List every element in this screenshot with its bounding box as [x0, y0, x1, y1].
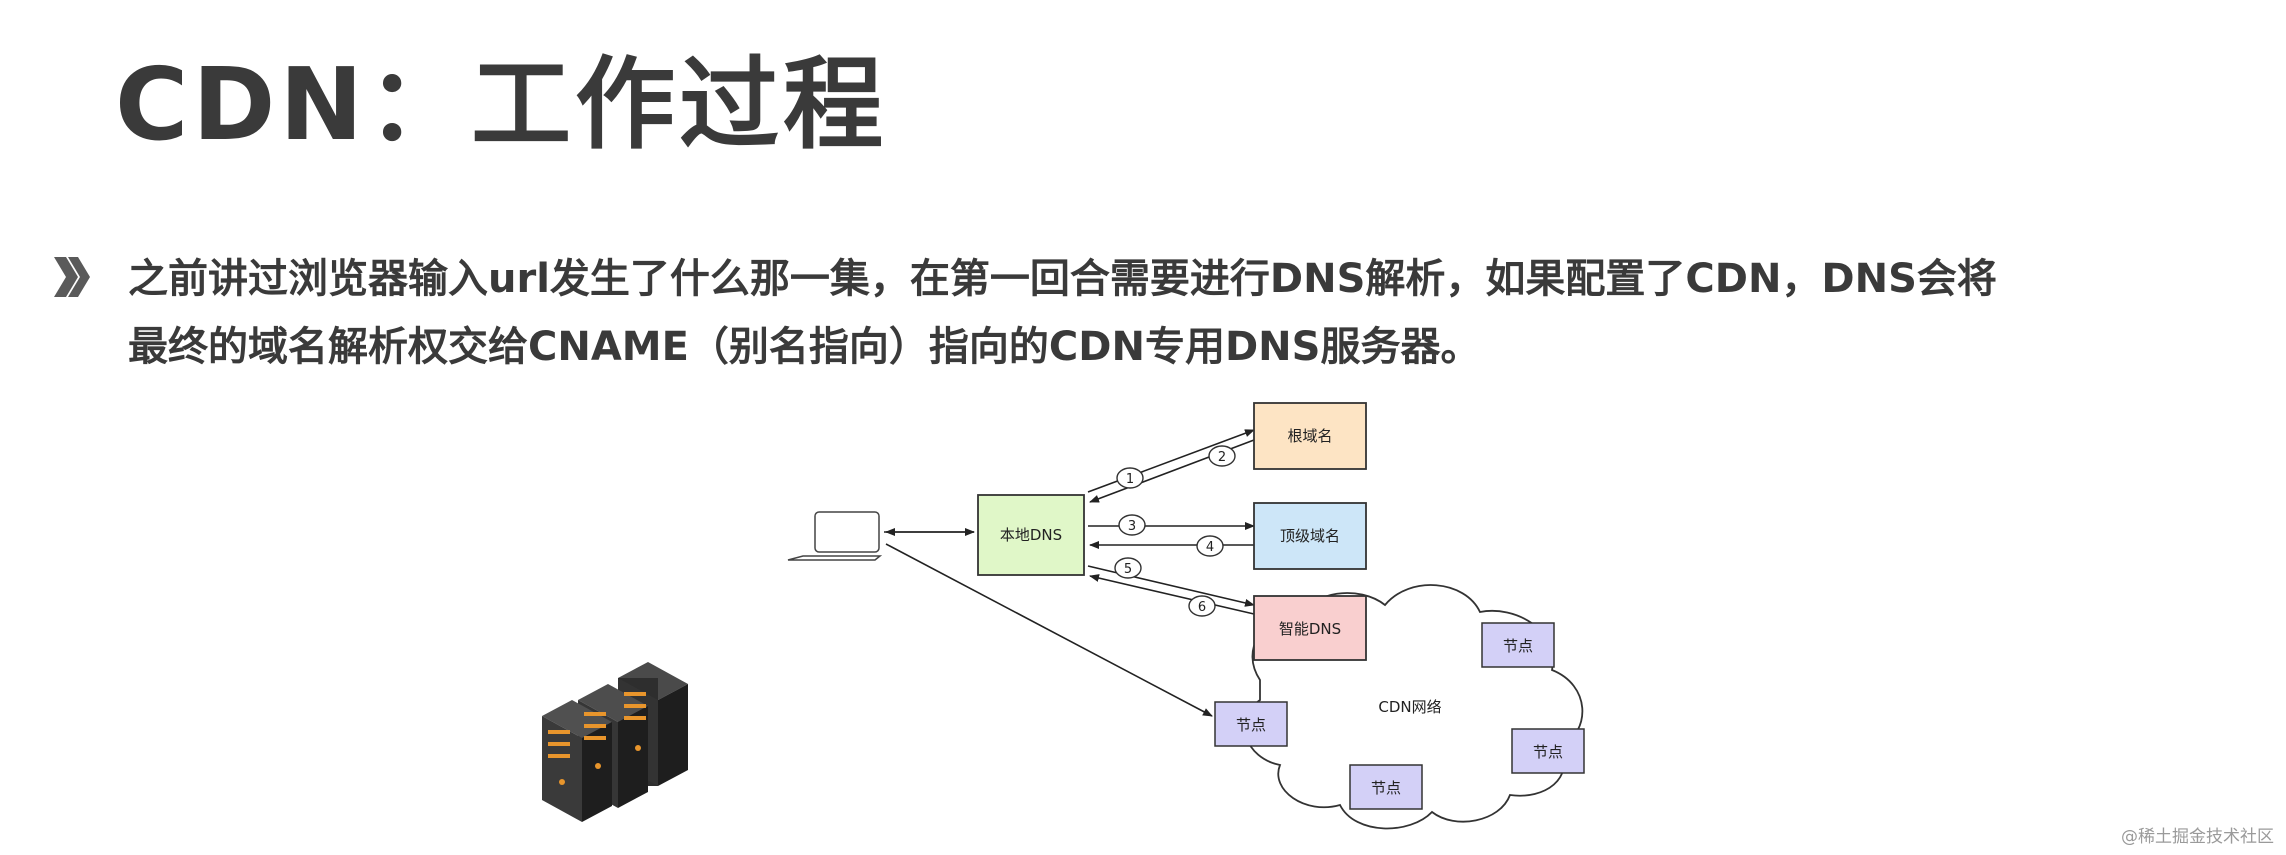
step-circle-4	[1196, 535, 1224, 557]
local-dns-box	[977, 494, 1085, 576]
step-number-1: 1	[1126, 472, 1134, 487]
bullet-chevron-icon	[54, 257, 90, 297]
laptop-icon	[787, 511, 883, 561]
step-circle-3	[1118, 514, 1146, 536]
node-box-3	[1511, 728, 1585, 774]
step-circle-2	[1208, 445, 1236, 467]
bullet-line-2: 最终的域名解析权交给CNAME（别名指向）指向的CDN专用DNS服务器。	[128, 324, 1481, 370]
cdn-network-label: CDN网络	[1378, 698, 1441, 716]
bullet-line-1: 之前讲过浏览器输入url发生了什么那一集，在第一回合需要进行DNS解析，如果配置…	[128, 256, 1997, 302]
smart-dns-label: 智能DNS	[1279, 620, 1341, 638]
step-circle-5	[1114, 557, 1142, 579]
top-level-domain-label: 顶级域名	[1280, 527, 1340, 545]
step-number-2: 2	[1218, 450, 1226, 465]
node-label-3: 节点	[1533, 743, 1563, 761]
node-box-4	[1349, 764, 1423, 810]
bullet-text: 之前讲过浏览器输入url发生了什么那一集，在第一回合需要进行DNS解析，如果配置…	[128, 245, 2268, 381]
root-domain-box	[1253, 402, 1367, 470]
step-number-5: 5	[1124, 562, 1132, 577]
node-label-1: 节点	[1236, 716, 1266, 734]
slide-title: CDN：工作过程	[115, 46, 888, 163]
step-circle-1	[1116, 467, 1144, 489]
root-domain-label: 根域名	[1287, 427, 1332, 445]
node-label-2: 节点	[1503, 637, 1533, 655]
step-number-6: 6	[1198, 600, 1206, 615]
step-circle-6	[1188, 595, 1216, 617]
watermark: @稀土掘金技术社区	[2121, 827, 2274, 847]
local-dns-label: 本地DNS	[1000, 526, 1062, 544]
node-box-2	[1481, 622, 1555, 668]
smart-dns-box	[1253, 595, 1367, 661]
top-level-domain-box	[1253, 502, 1367, 570]
step-number-4: 4	[1206, 540, 1214, 555]
node-box-1	[1214, 701, 1288, 747]
server-rack-icon	[542, 662, 688, 822]
node-label-4: 节点	[1371, 779, 1401, 797]
step-number-3: 3	[1128, 519, 1136, 534]
